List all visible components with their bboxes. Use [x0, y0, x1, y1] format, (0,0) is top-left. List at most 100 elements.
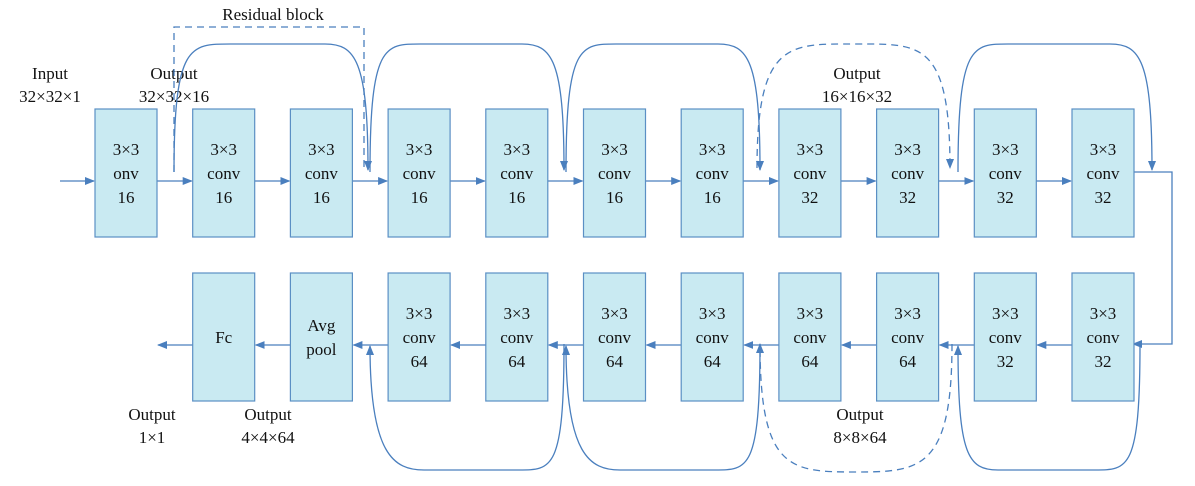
layer-box-text: Fc	[215, 328, 232, 347]
skip-connection	[173, 43, 372, 173]
layer-box-text: 3×3	[992, 140, 1019, 159]
layer-box-text: conv	[989, 328, 1023, 347]
layer-box-text: 32	[801, 188, 818, 207]
layer-box-rect	[94, 108, 158, 238]
layer-box-rect	[387, 272, 451, 402]
output3-label: Output	[836, 405, 884, 424]
skip-connection	[369, 43, 568, 173]
layer-box-text: 64	[801, 352, 819, 371]
layer-box-rect	[973, 108, 1037, 238]
layer-box-rect	[192, 108, 256, 238]
layer-box: 3×3 conv 64	[387, 272, 451, 402]
layer-box-text: 64	[411, 352, 429, 371]
layer-box-rect	[289, 108, 353, 238]
input-size: 32×32×1	[19, 87, 81, 106]
layer-box-text: 3×3	[797, 140, 824, 159]
skip-connection	[954, 343, 1141, 471]
layer-box-text: 16	[313, 188, 330, 207]
layer-box-text: 3×3	[699, 140, 726, 159]
layer-box-text: 3×3	[406, 304, 433, 323]
layer-box-text: conv	[207, 164, 241, 183]
layer-box-text: conv	[500, 164, 534, 183]
layer-box-text: conv	[403, 328, 437, 347]
layer-box-rect	[289, 272, 353, 402]
layer-box-rect	[778, 272, 842, 402]
layer-box-text: 64	[508, 352, 526, 371]
layer-box-rect	[875, 272, 940, 402]
layer-box-rect	[973, 272, 1037, 402]
layer-box: 3×3 conv 32	[973, 272, 1037, 402]
layer-box-text: 16	[118, 188, 135, 207]
output5-label: Output	[128, 405, 176, 424]
layer-box-text: 16	[411, 188, 428, 207]
skip-connection	[366, 343, 565, 471]
layer-box-rect	[485, 108, 549, 238]
layer-box-text: 64	[899, 352, 917, 371]
layer-box-rect	[680, 272, 744, 402]
layer-box-text: 16	[704, 188, 721, 207]
residual-block-outline	[173, 26, 365, 172]
skip-connection	[957, 43, 1156, 173]
layer-box-rect	[582, 272, 647, 402]
output2-label: Output	[833, 64, 881, 83]
layer-box-text: 3×3	[1090, 140, 1117, 159]
layer-box-text: conv	[305, 164, 339, 183]
layer-box-rect	[875, 108, 940, 238]
layer-box-text: 3×3	[504, 140, 531, 159]
layer-box-rect	[680, 108, 744, 238]
output4-size: 4×4×64	[241, 428, 295, 447]
layer-box-text: 3×3	[992, 304, 1019, 323]
layer-box-text: conv	[891, 328, 925, 347]
downsample-shortcut-bottom	[756, 343, 953, 473]
layer-box-rect	[1071, 108, 1135, 238]
layer-box-text: 32	[1095, 188, 1112, 207]
layer-box-text: conv	[1086, 328, 1120, 347]
layer-box: Fc	[192, 272, 256, 402]
layer-box: 3×3 conv 16	[387, 108, 451, 238]
output2-size: 16×16×32	[822, 87, 892, 106]
layer-box-text: 32	[997, 352, 1014, 371]
layer-box-text: 3×3	[894, 304, 921, 323]
layer-box-rect	[485, 272, 549, 402]
layer-box-text: 3×3	[406, 140, 433, 159]
layer-box-text: conv	[1086, 164, 1120, 183]
layer-box-text: 3×3	[601, 304, 628, 323]
layer-box-text: 3×3	[699, 304, 726, 323]
layer-box-text: Avg	[307, 316, 336, 335]
layer-box-text: 64	[606, 352, 624, 371]
layer-box-text: 16	[215, 188, 232, 207]
row-wrap-connector	[1132, 171, 1173, 348]
layer-box-text: 16	[606, 188, 623, 207]
layer-box: 3×3 conv 16	[680, 108, 744, 238]
layer-box-text: conv	[598, 164, 632, 183]
output3-size: 8×8×64	[833, 428, 887, 447]
layer-box-text: conv	[403, 164, 437, 183]
flow-arrows	[60, 177, 1072, 349]
layer-box-text: onv	[113, 164, 139, 183]
residual-block-title: Residual block	[222, 5, 324, 24]
layer-box-text: conv	[696, 328, 730, 347]
layer-box-rect	[192, 272, 256, 402]
layer-box-text: 32	[899, 188, 916, 207]
layer-box-text: 64	[704, 352, 722, 371]
layer-box-text: 32	[1095, 352, 1112, 371]
downsample-shortcut-top	[756, 43, 954, 169]
layer-box-text: conv	[793, 328, 827, 347]
layer-box: 3×3 conv 32	[1071, 108, 1135, 238]
skip-connection	[565, 43, 764, 173]
layer-box-text: conv	[989, 164, 1023, 183]
layer-box-text: conv	[696, 164, 730, 183]
layer-box: 3×3 conv 64	[875, 272, 940, 402]
layer-box-rect	[1071, 272, 1135, 402]
